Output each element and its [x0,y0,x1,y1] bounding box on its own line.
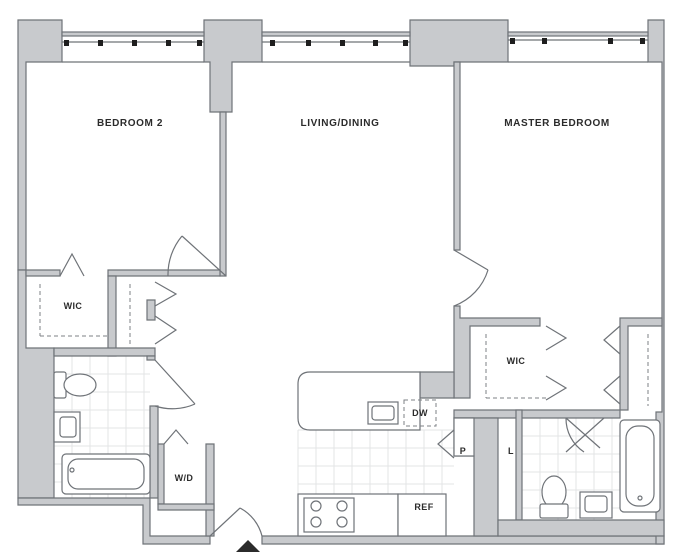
label-linen: L [508,446,514,456]
room-label-living-dining: LIVING/DINING [301,118,380,129]
exterior-walls [17,19,665,545]
room-label-wic-master: WIC [507,356,526,366]
label-refrigerator: REF [414,502,433,512]
bath2-fixtures [53,371,151,495]
master-bath-fixtures [539,419,661,519]
room-label-bedroom2: BEDROOM 2 [97,118,163,129]
closet-bifold-doors [59,252,621,459]
label-pantry: P [460,446,466,456]
entry-arrow [236,540,260,552]
window-mullions [64,38,645,46]
room-label-master-bedroom: MASTER BEDROOM [504,118,610,129]
label-washer-dryer: W/D [175,473,194,483]
room-label-wic-bedroom2: WIC [64,301,83,311]
label-dishwasher: DW [412,408,428,418]
kitchen-fixtures [297,399,475,537]
door-swings [154,235,605,537]
